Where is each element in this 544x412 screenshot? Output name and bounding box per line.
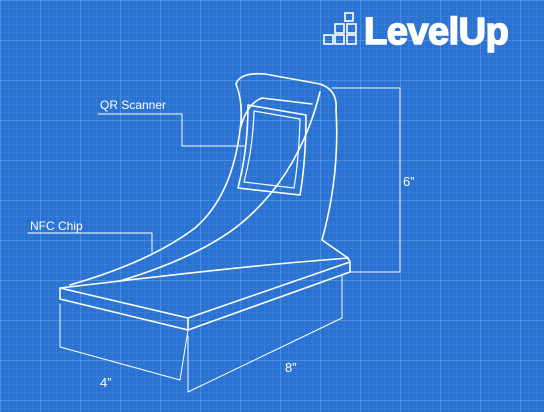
qr-scanner-window: [237, 104, 307, 196]
depth-dimension-line: [59, 303, 189, 381]
width-label: 8”: [285, 360, 297, 375]
height-label: 6”: [403, 174, 415, 189]
stand-front-curve: [69, 83, 243, 286]
logo-block-small: [344, 12, 354, 22]
qr-scanner-window-inner: [243, 110, 301, 189]
depth-label: 4”: [100, 375, 112, 390]
brand-name: LevelUp: [364, 11, 508, 53]
nfc-leader-line: [27, 232, 153, 253]
logo-block-low-c: [346, 34, 357, 45]
qr-scanner-label: QR Scanner: [100, 98, 166, 112]
logo-block-mid-b: [346, 23, 357, 34]
logo-block-low-a: [323, 34, 334, 45]
levelup-logo: [323, 12, 357, 45]
stand-top-arc: [235, 72, 337, 111]
nfc-chip-label: NFC Chip: [30, 219, 83, 233]
base-front-edge: [59, 287, 189, 331]
stand-shoulder: [239, 97, 313, 131]
kiosk-stand-drawing: [27, 72, 401, 393]
stand-back-curve: [321, 109, 349, 259]
logo-block-low-b: [334, 34, 345, 45]
qr-leader-line: [97, 113, 247, 147]
width-dimension-line: [187, 275, 343, 393]
height-dimension-line: [331, 87, 401, 273]
logo-block-mid-a: [334, 23, 345, 34]
